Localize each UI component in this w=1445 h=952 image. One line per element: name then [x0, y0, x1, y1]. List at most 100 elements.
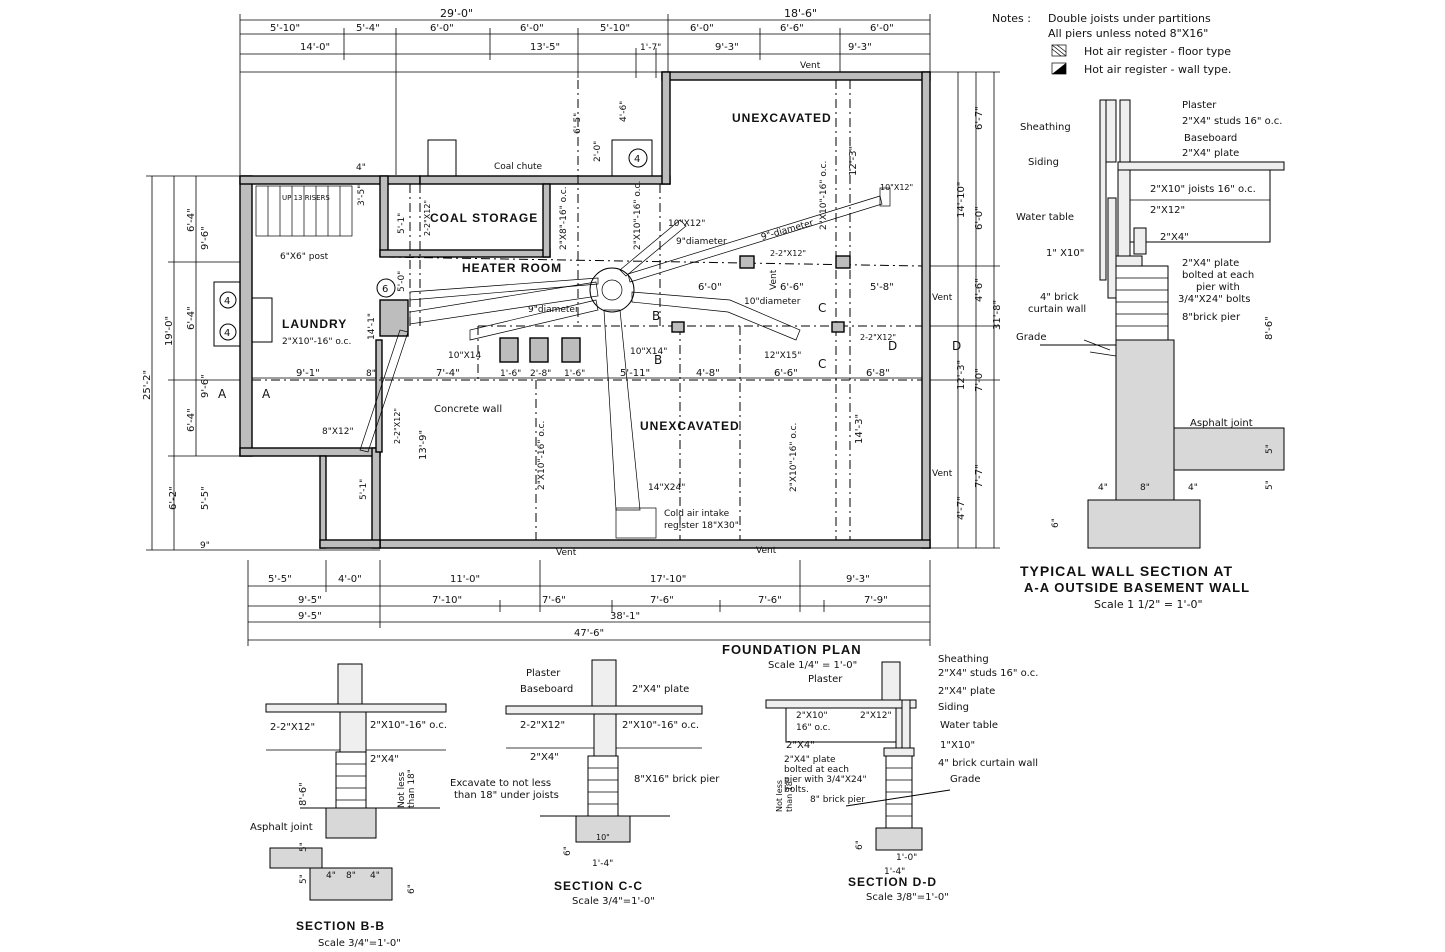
register-6: 6 — [382, 284, 388, 295]
bb-scale: Scale 3/4"=1'-0" — [318, 938, 401, 949]
dd-pier: 8" brick pier — [810, 795, 865, 805]
typ-pier: 8"brick pier — [1182, 312, 1241, 323]
plan-inner-dimensions: 9'-1" 7'-4" 1'-6" 2'-8" 1'-6" 5'-11" 4'-… — [252, 101, 922, 500]
cc-dim-6: 6" — [563, 846, 573, 856]
typ-dim-8: 8" — [1140, 483, 1150, 493]
dd-bolted-2: bolted at each — [784, 765, 849, 775]
dim-5-1-coal: 5'-1" — [397, 213, 407, 234]
typ-baseboard: Baseboard — [1184, 133, 1237, 144]
dim-5-4: 5'-4" — [356, 23, 380, 34]
notes-line-1: Double joists under partitions — [1048, 12, 1211, 25]
dim-4-7: 4'-7" — [956, 496, 967, 520]
dim-38-1: 38'-1" — [610, 611, 640, 622]
typ-sheathing: Sheathing — [1020, 122, 1071, 133]
label-beam-2x12d: 2-2"X12" — [423, 200, 432, 236]
dd-plaster: Plaster — [808, 674, 843, 685]
cc-baseboard: Baseboard — [520, 684, 573, 695]
label-vent-side: Vent — [769, 269, 779, 290]
label-vent-bottom-1: Vent — [556, 548, 577, 558]
label-vent-right: Vent — [932, 293, 953, 303]
dim-9-5b: 9'-5" — [298, 611, 322, 622]
foundation-plan: 29'-0" 18'-6" 5'-10" 5'-4" 6'-0" 6'-0" 5… — [142, 7, 1003, 671]
dd-grade: Grade — [950, 774, 981, 785]
plan-piers — [499, 255, 851, 363]
plan-left-dimensions: 25'-2" 19'-0" 9'-6" 9'-6" 6'-4" 6'-4" 6'… — [142, 175, 380, 551]
dim-4-6-right: 4'-6" — [974, 278, 985, 302]
typ-asphalt: Asphalt joint — [1190, 418, 1253, 429]
dim-5-8: 5'-8" — [870, 282, 894, 293]
dim-7-10: 7'-10" — [432, 595, 462, 606]
typ-plate-bolted-3: pier with — [1196, 282, 1240, 293]
dim-5-5-bottom: 5'-5" — [268, 574, 292, 585]
dim-7-6a: 7'-6" — [542, 595, 566, 606]
room-laundry: LAUNDRY — [282, 317, 347, 331]
label-post: 6"X6" post — [280, 252, 329, 262]
cc-pier: 8"X16" brick pier — [634, 774, 720, 785]
cc-excavate-1: Excavate to not less — [450, 778, 551, 789]
plan-right-dimensions: 6'-7" 14'-10" 6'-0" 4'-6" 31'-8" 12'-3" … — [930, 71, 1003, 549]
plan-bottom-dimensions: 5'-5" 4'-0" 11'-0" 17'-10" 9'-3" 9'-5" 7… — [247, 560, 931, 646]
dim-6-5: 6'-5" — [573, 113, 583, 134]
dim-9-3b: 9'-3" — [848, 42, 872, 53]
dd-studs: 2"X4" studs 16" o.c. — [938, 668, 1038, 679]
notes-title: Notes : — [992, 12, 1031, 25]
section-cc: Plaster Baseboard 2"X4" plate 2-2"X12" 2… — [450, 659, 720, 907]
cc-plaster: Plaster — [526, 668, 561, 679]
dim-5-5-left: 5'-5" — [200, 486, 211, 510]
dim-1-6a: 1'-6" — [500, 369, 521, 379]
dd-joists-2: 16" o.c. — [796, 723, 830, 733]
plan-walls — [213, 71, 931, 549]
dim-6-8a: 6'-8" — [866, 368, 890, 379]
dim-7-6c: 7'-6" — [758, 595, 782, 606]
label-joist-top: 2"X10"-16" o.c. — [819, 161, 829, 230]
dim-19-0: 19'-0" — [164, 316, 175, 346]
dim-2-8: 2'-8" — [530, 369, 551, 379]
dim-29-0: 29'-0" — [440, 7, 473, 20]
dim-31-8: 31'-8" — [992, 300, 1003, 330]
dim-5-10b: 5'-10" — [600, 23, 630, 34]
label-duct-9b: 9"-diameter — [760, 218, 815, 243]
cc-joists: 2"X10"-16" o.c. — [622, 720, 699, 731]
label-duct-10x14b: 10"X14" — [630, 347, 667, 357]
dim-6-6a: 6'-6" — [774, 368, 798, 379]
dim-4: 4" — [356, 163, 366, 173]
register-4-laundry-b: 4 — [224, 328, 230, 339]
dim-5-0: 5'-0" — [397, 271, 407, 292]
dd-dim-1-4: 1'-4" — [884, 867, 905, 877]
dd-board: 1"X10" — [940, 740, 975, 751]
section-marker-d-right: D — [952, 339, 961, 353]
dd-water-table: Water table — [940, 720, 998, 731]
dim-11-0: 11'-0" — [450, 574, 480, 585]
dim-1-6b: 1'-6" — [564, 369, 585, 379]
cc-block: 2"X4" — [530, 752, 559, 763]
label-vent-bottom-2: Vent — [756, 546, 777, 556]
register-6-icon — [376, 278, 396, 298]
label-joist-unexc-2: 2"X10"-16" o.c. — [789, 423, 799, 492]
dim-7-7: 7'-7" — [974, 464, 985, 488]
label-duct-9a: 9"diameter — [676, 237, 727, 247]
label-stair: UP 13 RISERS — [282, 194, 330, 202]
bb-dim-8-6: 8'-6" — [298, 782, 309, 806]
dim-14-0: 14'-0" — [300, 42, 330, 53]
dd-dim-1-0: 1'-0" — [896, 853, 917, 863]
bb-dim-5b: 5" — [299, 874, 309, 884]
dim-4-8: 4'-8" — [696, 368, 720, 379]
typ-dim-6: 6" — [1051, 518, 1061, 528]
label-cold-air-1: Cold air intake — [664, 509, 730, 519]
vent-top-label: Vent — [800, 61, 821, 71]
dd-dim-6: 6" — [855, 840, 865, 850]
cc-dim-10: 10" — [596, 833, 610, 842]
dd-note-2: than 18" — [785, 777, 794, 812]
room-unexcavated-top: UNEXCAVATED — [732, 111, 832, 125]
cc-scale: Scale 3/4"=1'-0" — [572, 896, 655, 907]
label-duct-14x24: 14"X24" — [648, 483, 685, 493]
plan-scale: Scale 1/4" = 1'-0" — [768, 660, 857, 671]
bb-dim-8: 8" — [346, 871, 356, 881]
register-4-top: 4 — [634, 154, 640, 165]
typ-dim-8-6: 8'-6" — [1264, 316, 1275, 340]
typ-title-1: TYPICAL WALL SECTION AT — [1020, 563, 1233, 579]
dim-2-0: 2'-0" — [593, 141, 603, 162]
bb-note-2: than 18" — [407, 769, 417, 808]
dim-14-10: 14'-10" — [956, 182, 967, 218]
dim-47-6: 47'-6" — [574, 628, 604, 639]
